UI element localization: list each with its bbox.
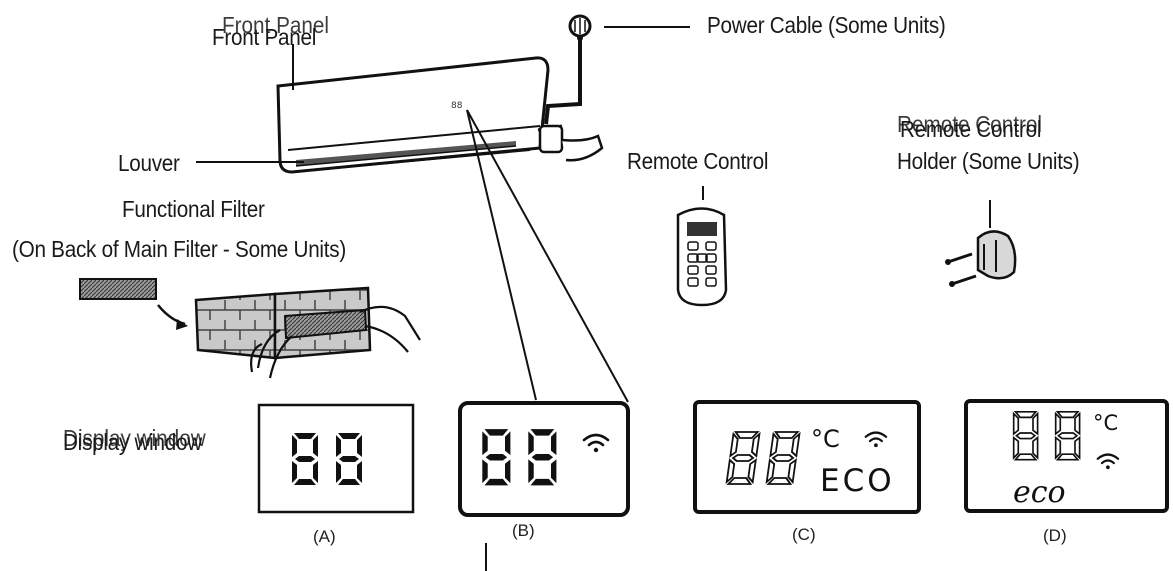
display-window-label: Display window	[63, 429, 202, 455]
unit-display-digits: 88	[451, 101, 463, 111]
main-filter-illustration	[194, 286, 421, 379]
functional-filter-label: Functional Filter	[122, 196, 265, 222]
display-window-label-ghost: Display window	[63, 425, 206, 451]
functional-filter-strip	[79, 278, 188, 330]
remote-holder-label-ghost: Remote Control	[897, 111, 1042, 137]
remote-control-illustration	[676, 207, 728, 307]
functional-filter-note: (On Back of Main Filter - Some Units)	[12, 236, 346, 262]
leader-lines	[196, 26, 991, 571]
remote-holder-illustration	[945, 230, 1017, 287]
display-d: °C eco	[964, 399, 1169, 513]
front-panel-label-ghost: Front Panel	[222, 12, 330, 38]
remote-control-label: Remote Control	[627, 148, 769, 174]
mode-d: eco	[1013, 475, 1066, 510]
unit-d: °C	[1093, 411, 1118, 435]
display-a	[257, 403, 415, 514]
unit-c: °C	[811, 425, 840, 453]
display-b	[458, 401, 630, 517]
front-panel-label: Front Panel	[212, 24, 317, 50]
caption-d: (D)	[1043, 526, 1067, 545]
indoor-unit: 88	[276, 56, 604, 174]
power-cable-label: Power Cable (Some Units)	[707, 12, 946, 38]
display-c: °C ECO	[693, 400, 921, 514]
caption-a: (A)	[313, 527, 336, 546]
mode-c: ECO	[820, 463, 895, 499]
caption-b: (B)	[512, 521, 535, 540]
power-cable	[544, 14, 592, 125]
remote-holder-label-line1: Remote Control	[900, 116, 1042, 142]
louver-label: Louver	[118, 150, 180, 176]
remote-holder-label-line2: Holder (Some Units)	[897, 148, 1080, 174]
caption-c: (C)	[792, 525, 816, 544]
